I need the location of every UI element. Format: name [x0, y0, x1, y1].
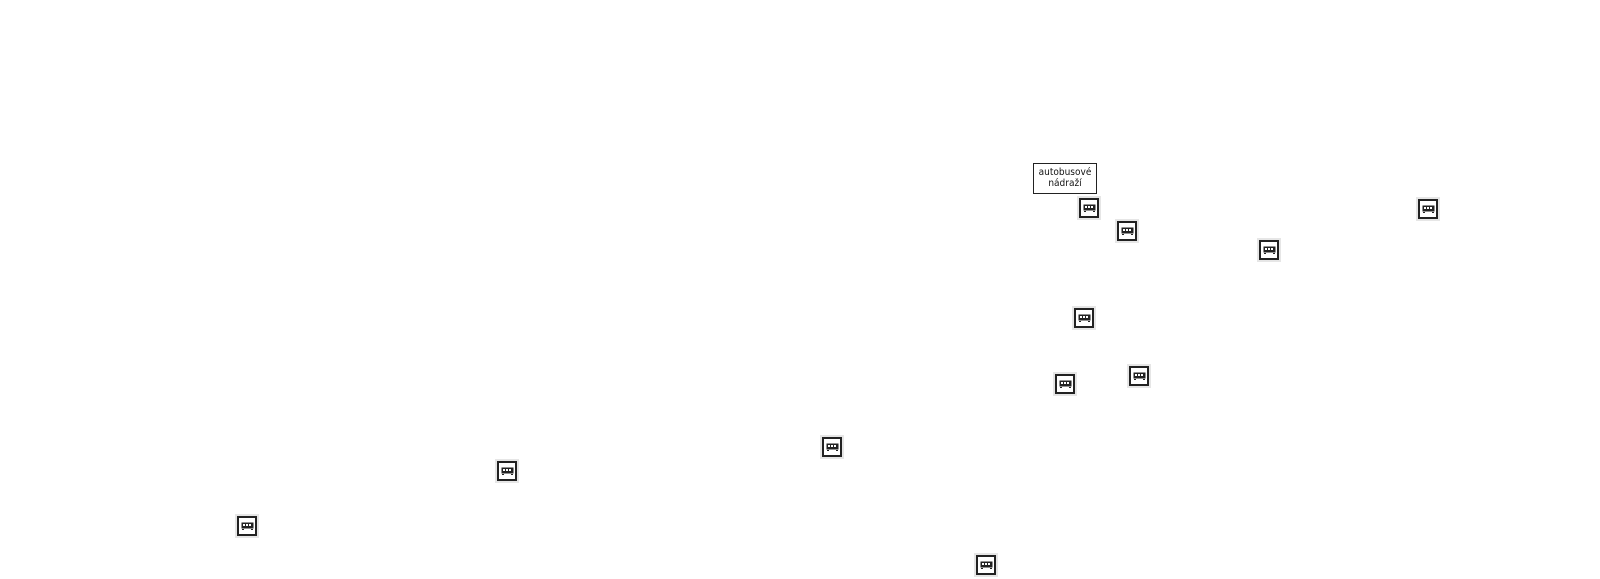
- bus-icon: [1422, 205, 1434, 213]
- bus-stop-marker[interactable]: [495, 459, 519, 483]
- bus-icon: [501, 467, 513, 475]
- bus-icon: [1263, 246, 1275, 254]
- bus-station-label[interactable]: autobusové nádraží: [1033, 163, 1097, 194]
- bus-stop-marker[interactable]: [1077, 196, 1101, 220]
- bus-stop-marker[interactable]: [1072, 306, 1096, 330]
- bus-icon: [1078, 314, 1090, 322]
- bus-stop-marker[interactable]: [820, 435, 844, 459]
- bus-icon: [1121, 227, 1133, 235]
- bus-icon: [980, 561, 992, 569]
- bus-stop-marker[interactable]: [974, 553, 998, 577]
- bus-stop-marker[interactable]: [1115, 219, 1139, 243]
- bus-stop-marker[interactable]: [1053, 372, 1077, 396]
- bus-station-label-line1: autobusové: [1038, 167, 1092, 178]
- bus-icon: [1083, 204, 1095, 212]
- bus-icon: [241, 522, 253, 530]
- bus-stop-marker[interactable]: [1416, 197, 1440, 221]
- bus-icon: [826, 443, 838, 451]
- bus-stop-marker[interactable]: [1257, 238, 1281, 262]
- bus-stop-marker[interactable]: [235, 514, 259, 538]
- bus-stop-marker[interactable]: [1127, 364, 1151, 388]
- bus-icon: [1133, 372, 1145, 380]
- bus-station-label-line2: nádraží: [1048, 178, 1082, 189]
- bus-icon: [1059, 380, 1071, 388]
